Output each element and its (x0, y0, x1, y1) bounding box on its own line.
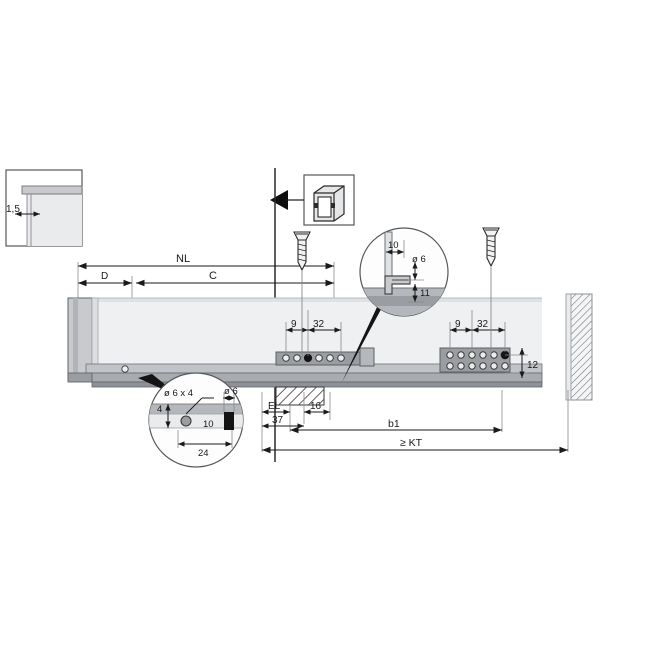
detail-top-label-11: 11 (420, 288, 430, 299)
base-hatch-section (275, 386, 325, 406)
detail-top-label-d6: ø 6 (412, 254, 426, 265)
dim-label-r9: 9 (455, 319, 461, 330)
drawer-panel-top (92, 298, 542, 302)
dim-label-nl: NL (176, 253, 190, 265)
detail-bottom-label-6x4: ø 6 x 4 (164, 388, 193, 399)
drawer-rail-assembly (67, 363, 543, 388)
center-mounting-plate (275, 347, 375, 367)
detail-bottom-label-24: 24 (198, 448, 209, 459)
dim-label-el: EL (268, 401, 281, 412)
dim-label-r12: 12 (527, 360, 539, 371)
rail-end-detail: 10 ø 6 11 (342, 227, 449, 382)
detail-bottom-label-10: 10 (203, 419, 214, 430)
front-gap-detail: 1,5 (5, 169, 83, 247)
dim-label-d: D (101, 271, 108, 282)
dowel-hole-glyph (180, 415, 192, 427)
top-dimension-chain: NL D C (77, 253, 335, 360)
right-mounting-plate (439, 347, 511, 373)
detail-bottom-label-4: 4 (157, 404, 162, 415)
wall-edge (565, 293, 572, 401)
screw-left (293, 231, 311, 358)
detail-gap-label: 1,5 (6, 204, 20, 215)
detail-top-pointer (342, 300, 386, 382)
bottom-dimension-chain: EL 16 37 b1 ≥ KT (261, 390, 569, 454)
dim-label-c32: 32 (313, 319, 325, 330)
dim-label-kt: ≥ KT (400, 437, 423, 449)
dowel-hole-detail: ø 6 x 4 ø 6 4 10 24 (138, 372, 244, 468)
screw-right (482, 227, 500, 355)
detail-bottom-label-d6: ø 6 (224, 386, 238, 397)
center-bracket (359, 347, 375, 367)
dim-label-c9: 9 (291, 319, 297, 330)
rail-front-cap (67, 372, 93, 383)
front-panel-inner (91, 297, 99, 365)
detail-box-top-rail (21, 185, 83, 195)
front-panel-shade (73, 298, 78, 380)
dim-label-r32: 32 (477, 319, 489, 330)
drawer-front-panel (67, 297, 99, 381)
dowel-hole-filled (224, 412, 234, 430)
detail-bottom-content (149, 392, 243, 448)
wall-hatch (569, 293, 593, 401)
rail-pivot-hole (121, 365, 129, 373)
dim-label-16: 16 (310, 401, 322, 412)
base-hatch (275, 386, 325, 406)
dim-label-37: 37 (272, 415, 284, 426)
center-dimension-chain: 9 32 (285, 310, 342, 356)
cabinet-side-wall (565, 293, 593, 401)
cabinet-glyph (313, 185, 345, 222)
cabinet-view-icon (270, 174, 355, 226)
dim-label-b1: b1 (388, 418, 400, 430)
right-dimension-chain: 9 32 12 (449, 310, 539, 378)
detail-top-label-10: 10 (388, 240, 399, 251)
dim-label-c: C (209, 270, 217, 282)
detail-box-body (27, 190, 82, 246)
center-hole-row (282, 353, 345, 363)
right-hole-grid (446, 350, 510, 370)
view-arrow (270, 190, 288, 210)
